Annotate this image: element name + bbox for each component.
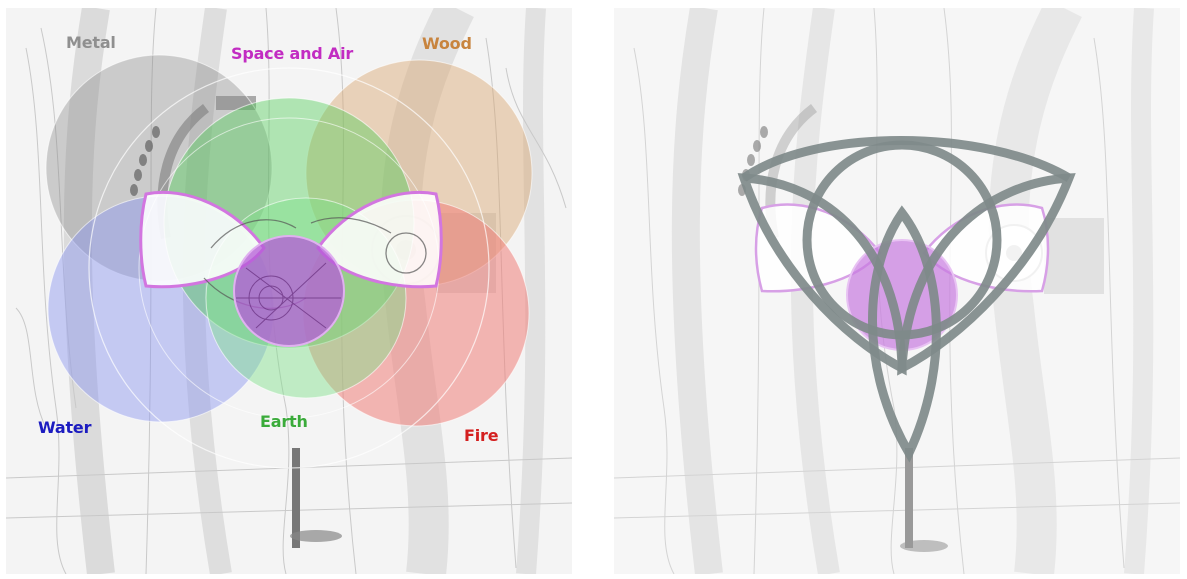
triquetra-knot xyxy=(737,136,1076,463)
five-elements-diagram xyxy=(6,8,572,574)
five-elements-diagram-panel: Metal Space and Air Wood Water Earth Fir… xyxy=(6,8,572,574)
core-structure xyxy=(236,262,341,329)
triquetra-diagram xyxy=(614,8,1180,574)
triquetra-diagram-panel xyxy=(614,8,1180,574)
left-lens xyxy=(139,190,266,289)
earth-label: Earth xyxy=(260,412,308,431)
knot-loop-right xyxy=(897,173,1076,376)
purple-core xyxy=(233,235,345,347)
space-air-label: Space and Air xyxy=(231,44,354,63)
reference-circle xyxy=(88,67,490,469)
water-label: Water xyxy=(38,418,92,437)
wood-label: Wood xyxy=(422,34,472,53)
knot-arc-top xyxy=(741,136,1072,182)
fire-label: Fire xyxy=(464,426,499,445)
metal-label: Metal xyxy=(66,33,116,52)
knot-loop-bottom xyxy=(868,205,941,463)
right-lens xyxy=(316,190,443,289)
lens-shapes xyxy=(139,190,443,289)
